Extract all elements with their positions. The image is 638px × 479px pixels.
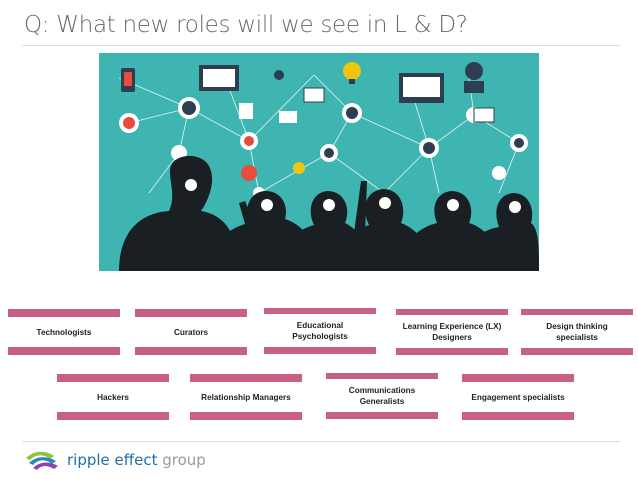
role-label: Learning Experience (LX) Designers: [396, 315, 508, 348]
hero-illustration: [99, 53, 539, 271]
role-box-design-thinking: Design thinking specialists: [521, 309, 633, 355]
role-box-relationship-managers: Relationship Managers: [190, 374, 302, 420]
role-label: Communications Generalists: [326, 379, 438, 412]
footer-divider: [22, 441, 620, 442]
role-label: Relationship Managers: [190, 382, 302, 412]
role-label: Technologists: [8, 317, 120, 347]
role-box-hackers: Hackers: [57, 374, 169, 420]
role-box-communications-generalists: Communications Generalists: [326, 373, 438, 419]
brand-main: ripple effect: [67, 451, 163, 469]
role-label: Educational Psychologists: [264, 314, 376, 347]
slide-title: Q: What new roles will we see in L & D?: [24, 12, 468, 38]
role-label: Curators: [135, 317, 247, 347]
title-divider: [22, 45, 620, 46]
role-box-technologists: Technologists: [8, 309, 120, 355]
brand-name: ripple effect group: [67, 451, 206, 469]
role-box-educational-psychologists: Educational Psychologists: [264, 308, 376, 354]
role-box-engagement-specialists: Engagement specialists: [462, 374, 574, 420]
role-label: Design thinking specialists: [521, 315, 633, 348]
role-box-lx-designers: Learning Experience (LX) Designers: [396, 309, 508, 355]
brand-suffix: group: [162, 451, 206, 469]
role-label: Engagement specialists: [462, 382, 574, 412]
ripple-logo-icon: [26, 451, 58, 470]
role-box-curators: Curators: [135, 309, 247, 355]
role-label: Hackers: [57, 382, 169, 412]
